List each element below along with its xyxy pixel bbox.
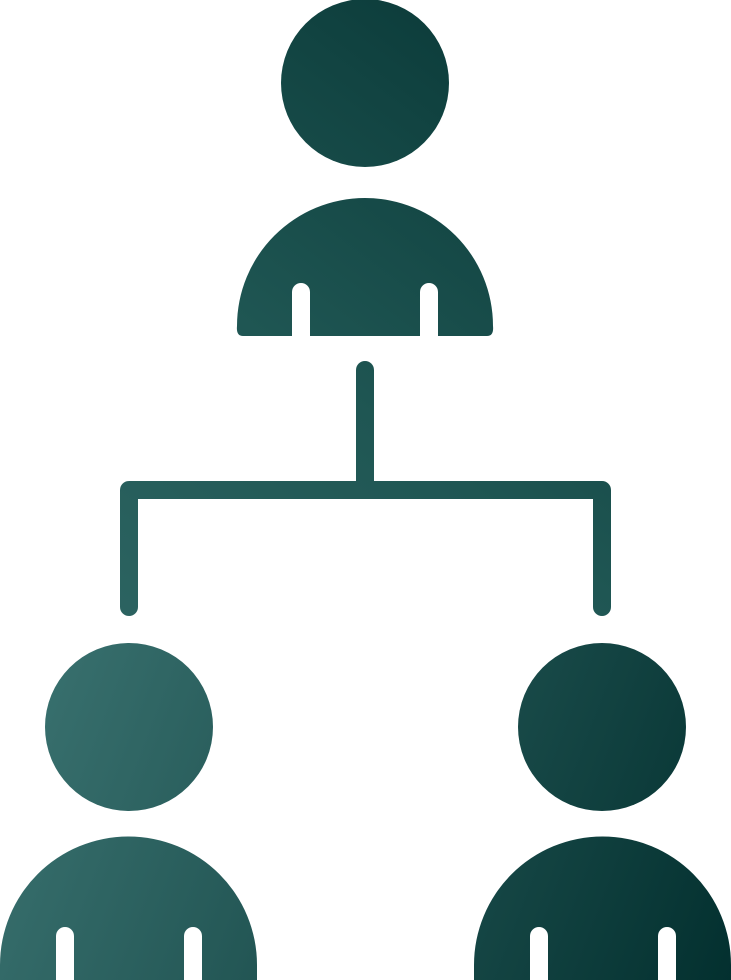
bottom-left-person-head xyxy=(45,643,213,811)
bottom-left-person-body xyxy=(0,836,257,980)
bottom-right-person-icon xyxy=(474,643,731,980)
bottom-right-person-head xyxy=(518,643,686,811)
connector-lines xyxy=(120,361,611,616)
top-person-head xyxy=(281,0,449,167)
bottom-left-person-icon xyxy=(0,643,257,980)
bottom-right-person-body xyxy=(474,836,731,980)
top-person-icon xyxy=(236,0,494,336)
top-person-body xyxy=(236,198,494,336)
connector-branch xyxy=(120,481,611,616)
